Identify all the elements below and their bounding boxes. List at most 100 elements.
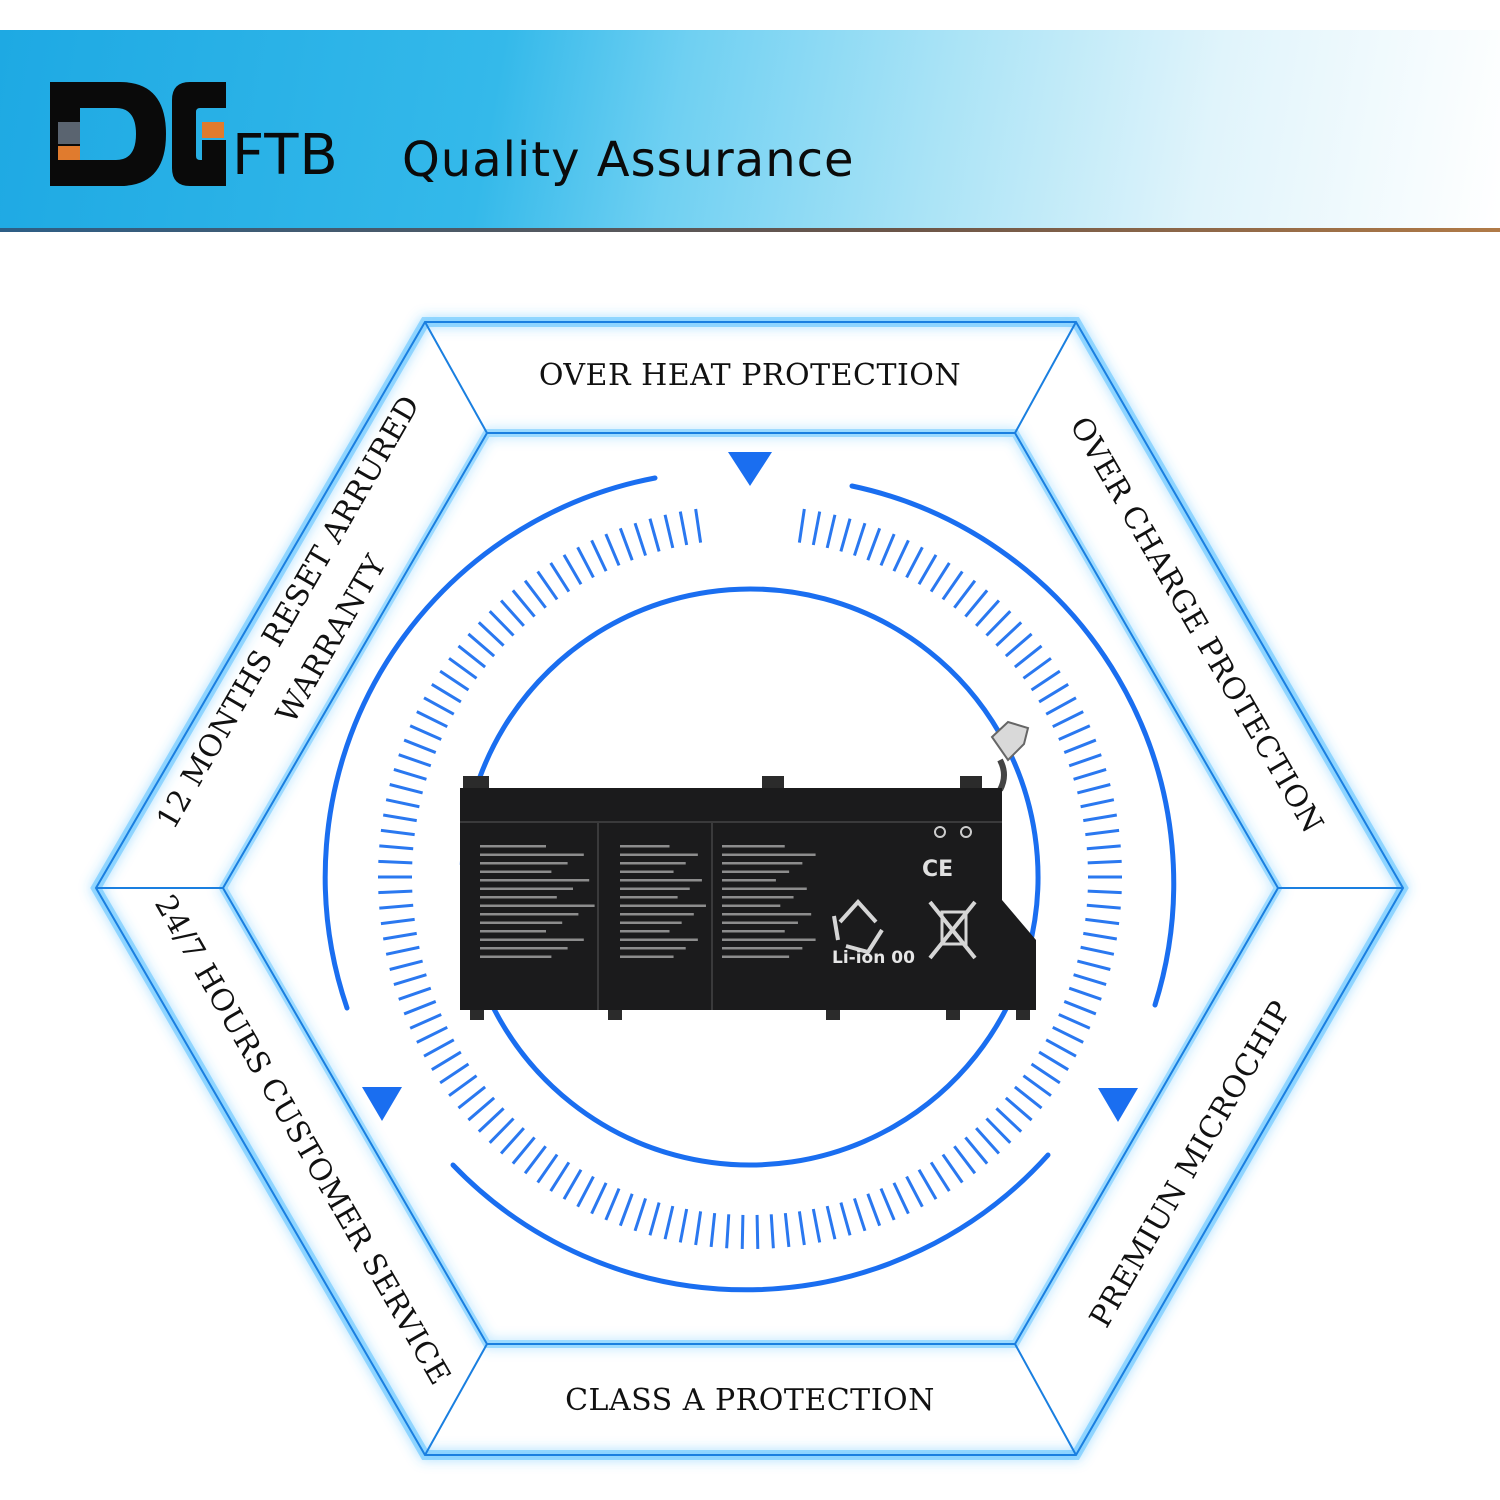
arrow-down-left-icon	[362, 1087, 402, 1121]
laptop-battery-image: CE Li-ion 00	[460, 720, 1036, 1020]
brand-suffix: FTB	[232, 123, 339, 188]
tick-mark	[382, 813, 417, 823]
feature-over-charge-protection: OVER CHARGE PROTECTION	[1062, 411, 1330, 839]
fineprint-line	[722, 862, 803, 865]
tick-mark	[523, 579, 547, 609]
tick-mark	[975, 599, 1001, 627]
fineprint-line	[620, 955, 674, 958]
tick-mark	[380, 917, 415, 926]
fineprint-line	[480, 879, 590, 882]
tick-mark	[431, 1050, 462, 1071]
tick-mark	[1068, 986, 1102, 1001]
tick-mark	[1058, 724, 1091, 741]
fineprint-line	[480, 904, 595, 907]
header-banner	[0, 30, 1500, 228]
fineprint-line	[722, 913, 812, 916]
tick-mark	[576, 1175, 595, 1208]
fineprint-line	[722, 947, 803, 950]
tick-mark	[964, 589, 989, 618]
tick-ring	[378, 508, 1122, 1249]
tick-mark	[1038, 683, 1069, 704]
tick-mark	[562, 554, 583, 586]
tick-mark	[423, 1038, 455, 1058]
tick-mark	[393, 973, 427, 986]
tick-mark	[811, 511, 822, 546]
tick-mark	[385, 945, 420, 956]
tick-mark	[549, 562, 571, 593]
tick-mark	[1086, 903, 1121, 910]
tick-mark	[740, 1214, 745, 1249]
tick-mark	[511, 1136, 536, 1165]
tick-mark	[839, 518, 852, 552]
tick-mark	[953, 1145, 977, 1175]
tick-mark	[385, 798, 420, 809]
tick-mark	[879, 533, 896, 566]
tick-mark	[905, 1175, 924, 1208]
tick-mark	[941, 1153, 964, 1184]
fineprint-line	[480, 862, 568, 865]
tick-mark	[1080, 798, 1115, 809]
svg-text:CE: CE	[922, 857, 953, 882]
tick-mark	[409, 724, 442, 741]
tick-mark	[477, 621, 505, 647]
fineprint-line	[620, 904, 706, 907]
tick-mark	[389, 783, 423, 795]
fineprint-line	[480, 870, 552, 873]
tick-mark	[549, 1161, 571, 1192]
tick-mark	[953, 579, 977, 609]
tick-mark	[1077, 783, 1111, 795]
tick-mark	[769, 1214, 775, 1249]
tick-mark	[618, 1193, 634, 1227]
tick-mark	[379, 903, 414, 910]
tick-mark	[694, 1211, 703, 1246]
tick-mark	[853, 1197, 867, 1232]
tick-mark	[825, 514, 837, 549]
tick-mark	[797, 1211, 806, 1246]
tick-mark	[663, 514, 675, 549]
fineprint-line	[480, 947, 568, 950]
tick-mark	[709, 1212, 717, 1248]
tick-mark	[398, 986, 432, 1001]
battery-chemistry-label: Li-ion 00	[832, 948, 915, 968]
tick-mark	[1085, 828, 1120, 837]
fineprint-line	[480, 913, 579, 916]
tick-mark	[1030, 1062, 1061, 1085]
tick-mark	[1004, 632, 1033, 658]
fineprint-line	[722, 938, 816, 941]
tick-mark	[905, 546, 924, 579]
tick-mark	[941, 570, 964, 601]
tick-mark	[1045, 1038, 1077, 1058]
tick-mark	[379, 844, 414, 851]
tick-mark	[755, 1214, 760, 1249]
tick-mark	[1022, 657, 1052, 680]
tick-mark	[633, 1197, 647, 1232]
tick-mark	[879, 1188, 896, 1221]
tick-mark	[448, 657, 478, 680]
tick-mark	[511, 589, 536, 618]
tick-mark	[1063, 1000, 1097, 1016]
tick-mark	[1004, 1096, 1033, 1122]
tick-mark	[431, 683, 462, 704]
header-divider	[0, 228, 1500, 232]
tick-mark	[562, 1168, 583, 1200]
tick-mark	[389, 959, 423, 971]
fineprint-line	[722, 870, 790, 873]
tick-mark	[1022, 1074, 1052, 1097]
tick-mark	[633, 522, 647, 557]
tick-mark	[917, 1168, 938, 1200]
tick-mark	[725, 1214, 731, 1249]
feature-over-heat-protection: OVER HEAT PROTECTION	[539, 358, 961, 393]
fineprint-line	[620, 887, 690, 890]
tick-mark	[1073, 973, 1107, 986]
fineprint-line	[480, 896, 557, 899]
tick-mark	[1087, 889, 1122, 895]
tick-mark	[1083, 813, 1118, 823]
tick-mark	[604, 1188, 621, 1221]
tick-mark	[892, 539, 910, 572]
tick-mark	[467, 632, 496, 658]
tick-mark	[1083, 931, 1118, 941]
tick-mark	[995, 1107, 1023, 1133]
tick-mark	[1038, 1050, 1069, 1071]
fineprint-line	[620, 921, 682, 924]
